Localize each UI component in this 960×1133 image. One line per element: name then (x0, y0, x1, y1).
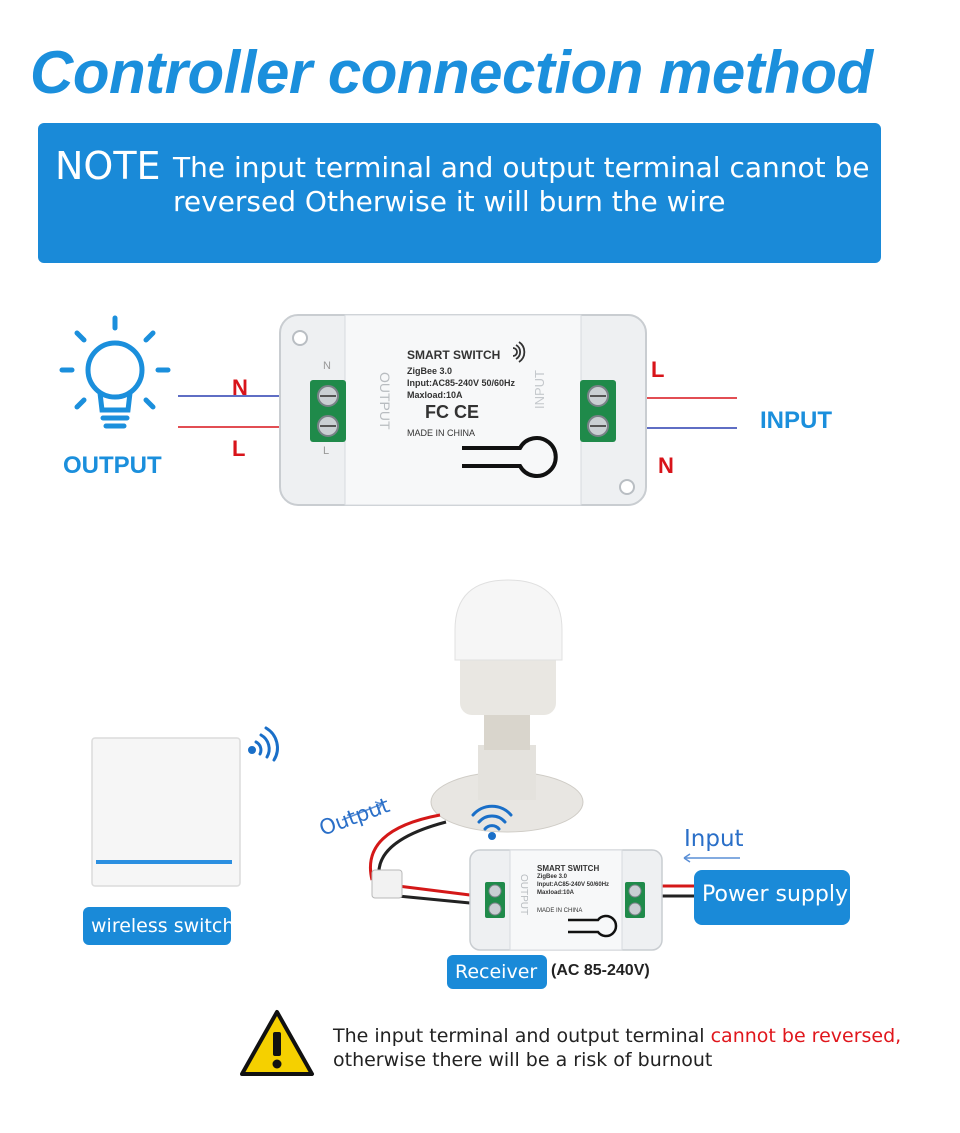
wifi-signal-icon (471, 804, 513, 840)
device-maxload: Maxload:10A (407, 390, 463, 400)
smart-switch-device (279, 314, 647, 506)
receiver-device-protocol: ZigBee 3.0 (537, 874, 568, 880)
note-label: NOTE (55, 144, 161, 188)
installation-diagram (91, 579, 740, 951)
warning-line1-red: cannot be reversed, (710, 1025, 902, 1047)
input-arrow-label: Input (684, 826, 744, 852)
power-supply-label: Power supply (694, 870, 850, 925)
receiver-device-name: SMART SWITCH (537, 864, 600, 873)
receiver-spec: (AC 85-240V) (551, 962, 650, 979)
left-top-wire-label: N (232, 375, 248, 400)
receiver-device (469, 849, 663, 951)
warning-line2: otherwise there will be a risk of burnou… (333, 1049, 713, 1071)
receiver-device-input-spec: Input:AC85-240V 50/60Hz (537, 882, 610, 888)
warning-triangle-icon (240, 1010, 314, 1076)
wireless-switch-panel (91, 737, 241, 887)
input-label: INPUT (760, 407, 832, 434)
right-bottom-wire-label: N (658, 453, 674, 478)
page-title: Controller connection method (30, 39, 873, 106)
warning-text: The input terminal and output terminal c… (333, 1024, 901, 1072)
device-protocol: ZigBee 3.0 (407, 366, 453, 376)
receiver-device-made-in: MADE IN CHINA (537, 908, 583, 914)
right-top-wire-label: L (651, 357, 665, 382)
wifi-signal-icon (512, 341, 526, 363)
left-bottom-wire-label: L (232, 436, 246, 461)
warning-line1-normal: The input terminal and output terminal (333, 1025, 711, 1047)
output-label: OUTPUT (63, 452, 162, 479)
device-made-in: MADE IN CHINA (407, 428, 476, 438)
wiring-diagram (59, 314, 737, 506)
receiver-label: Receiver (447, 955, 547, 989)
wifi-signal-icon (248, 726, 279, 762)
device-side-output: OUTPUT (377, 372, 393, 430)
receiver-side-output: OUTPUT (518, 874, 529, 916)
lamp-holder (430, 579, 584, 833)
light-bulb-icon (59, 315, 171, 429)
note-text: The input terminal and output terminal c… (173, 151, 870, 218)
terminal-n-label: N (323, 360, 331, 372)
note-banner (38, 123, 881, 263)
device-name: SMART SWITCH (407, 348, 501, 362)
device-side-input: INPUT (532, 370, 547, 409)
terminal-l-label: L (323, 445, 330, 457)
device-input-spec: Input:AC85-240V 50/60Hz (407, 378, 516, 388)
wireless-switch-label: wireless switch (83, 907, 234, 945)
device-cert-marks: FC CE (425, 402, 479, 422)
receiver-device-maxload: Maxload:10A (537, 890, 575, 896)
